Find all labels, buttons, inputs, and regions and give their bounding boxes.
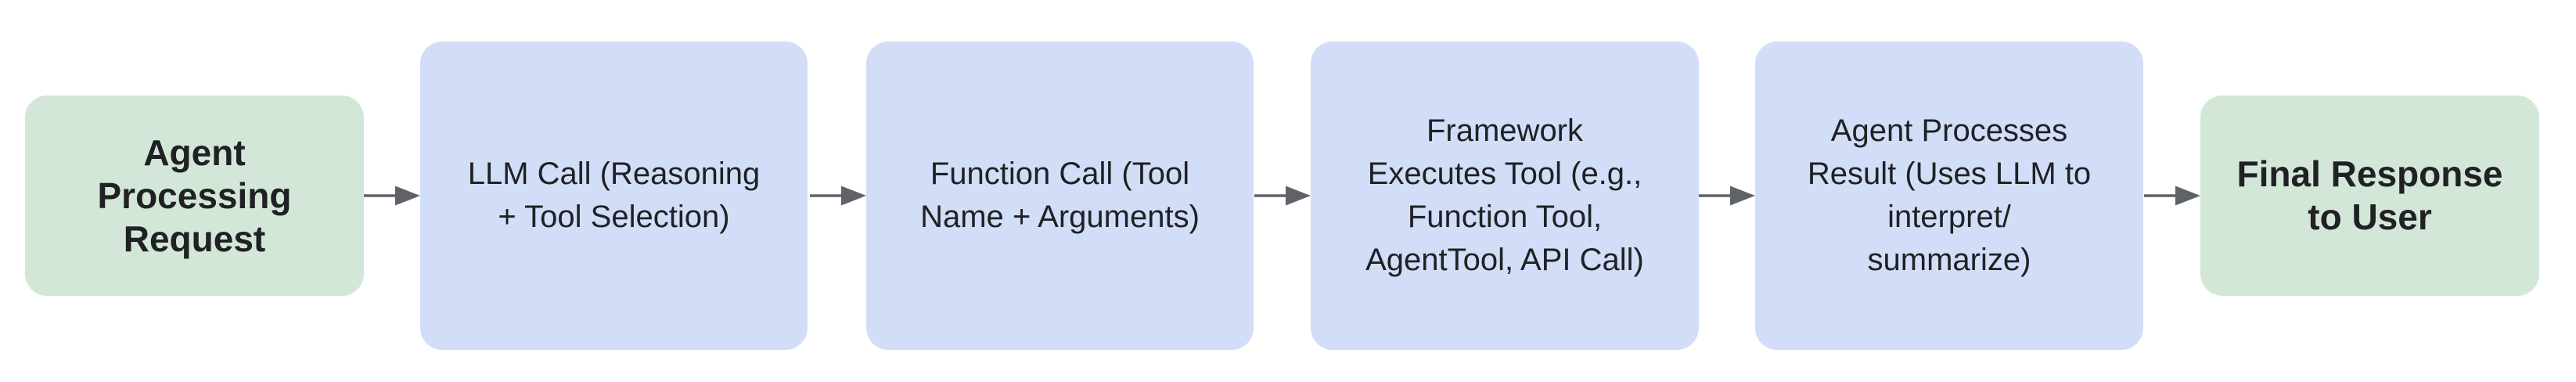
flow-node-agent-processing-request: Agent Processing Request	[25, 96, 364, 296]
flow-arrow-icon	[2144, 186, 2200, 206]
flow-node-label: Framework Executes Tool (e.g., Function …	[1365, 114, 1644, 277]
flow-arrow-icon	[1254, 186, 1311, 206]
flow-node-label: Agent Processing Request	[97, 132, 292, 259]
flow-node-final-response-to-user: Final Response to User	[2200, 96, 2539, 296]
flow-node-framework-executes-tool: Framework Executes Tool (e.g., Function …	[1311, 41, 1699, 350]
flow-arrow-icon	[1699, 186, 1755, 206]
flow-node-label: Agent Processes Result (Uses LLM to inte…	[1807, 114, 2092, 277]
flow-node-label: Final Response to User	[2236, 153, 2503, 237]
flow-arrow-icon	[364, 186, 420, 206]
flow-node-llm-call: LLM Call (Reasoning + Tool Selection)	[420, 41, 808, 350]
flow-node-label: LLM Call (Reasoning + Tool Selection)	[467, 157, 761, 234]
flow-arrow-icon	[810, 186, 866, 206]
flow-node-label: Function Call (Tool Name + Arguments)	[920, 157, 1200, 234]
flow-node-function-call: Function Call (Tool Name + Arguments)	[866, 41, 1254, 350]
flow-node-agent-processes-result: Agent Processes Result (Uses LLM to inte…	[1755, 41, 2143, 350]
